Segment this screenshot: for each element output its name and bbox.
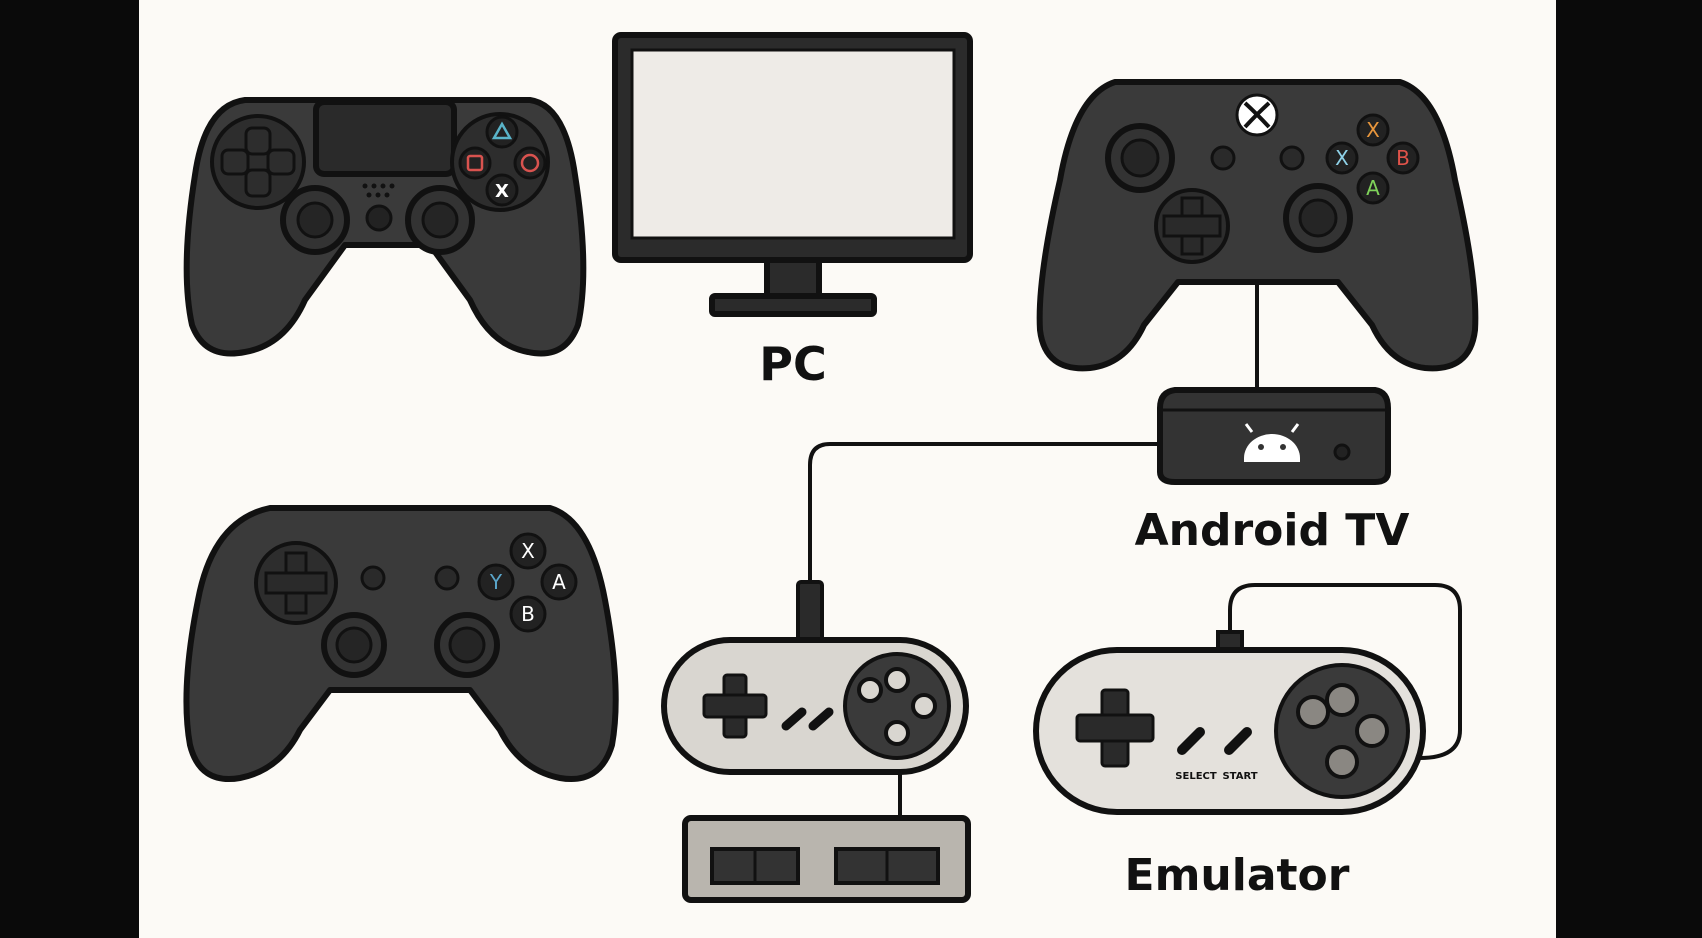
ps-dpad-icon	[220, 126, 296, 198]
ps-square-icon	[466, 154, 484, 172]
snes-start-label: START	[1222, 771, 1257, 782]
ps-face-buttons: X	[458, 115, 547, 207]
generic-face-buttons: X Y A B	[477, 532, 578, 633]
xbox-dpad-icon	[1154, 188, 1230, 264]
svg-text:X: X	[1335, 146, 1349, 170]
cable-android-to-snes	[808, 442, 1160, 588]
android-tv-label: Android TV	[1135, 505, 1410, 556]
snes-1-dpad-icon	[702, 673, 768, 739]
svg-text:B: B	[521, 602, 535, 626]
svg-text:Y: Y	[489, 570, 503, 594]
snes-select-label: SELECT	[1175, 771, 1217, 782]
svg-text:B: B	[1396, 146, 1410, 170]
ps-circle-icon	[520, 153, 540, 173]
svg-text:X: X	[1366, 118, 1380, 142]
pc-monitor	[612, 32, 973, 317]
snes-1-face-buttons	[857, 667, 937, 746]
emulator-label: Emulator	[1125, 850, 1350, 901]
svg-text:A: A	[1366, 176, 1380, 200]
usb-hub	[682, 815, 971, 903]
snes-2-face-buttons	[1296, 683, 1389, 779]
svg-text:A: A	[552, 570, 566, 594]
usb-plug	[796, 580, 824, 642]
xbox-controller	[1036, 79, 1479, 372]
svg-text:X: X	[521, 539, 535, 563]
cable-emulator	[1228, 583, 1462, 760]
xbox-face-buttons: X X B A	[1325, 113, 1420, 205]
ps-cross-label: X	[495, 181, 509, 202]
generic-dpad-icon	[254, 541, 338, 625]
xbox-logo-icon	[1235, 93, 1279, 137]
android-logo-icon	[1244, 423, 1300, 462]
ps-triangle-icon	[491, 121, 513, 140]
pc-label: PC	[759, 337, 826, 391]
snes-2-dpad-icon	[1075, 688, 1155, 768]
